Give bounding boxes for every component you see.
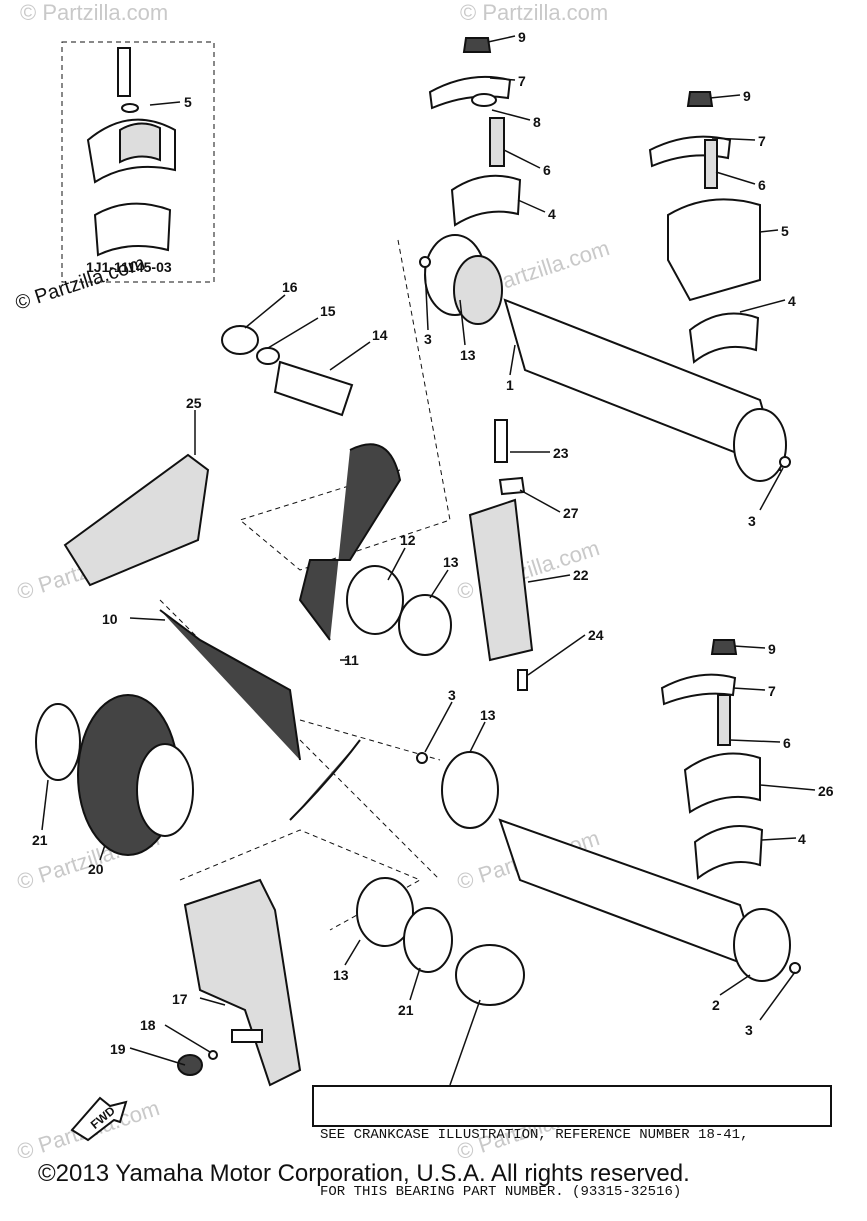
callout-11: 11 bbox=[344, 652, 359, 668]
chain-guide-upper bbox=[63, 325, 354, 587]
callout-18: 18 bbox=[140, 1017, 156, 1033]
callout-13: 13 bbox=[443, 554, 459, 570]
leader-lines bbox=[41, 35, 816, 1086]
callout-2: 2 bbox=[712, 997, 720, 1013]
bearing-note-box: SEE CRANKCASE ILLUSTRATION, REFERENCE NU… bbox=[312, 1085, 832, 1200]
callout-22: 22 bbox=[573, 567, 589, 583]
lower-camshaft bbox=[416, 639, 801, 982]
callout-16: 16 bbox=[282, 279, 298, 295]
callout-27: 27 bbox=[563, 505, 579, 521]
chain-tensioner bbox=[468, 419, 534, 691]
callout-3: 3 bbox=[424, 331, 432, 347]
callout-4: 4 bbox=[788, 293, 796, 309]
watermark: © Partzilla.com bbox=[460, 0, 608, 25]
callout-7: 7 bbox=[518, 73, 526, 89]
callout-7: 7 bbox=[768, 683, 776, 699]
callout-labels: 9 7 8 6 4 9 7 6 5 4 3 13 1 16 15 14 25 2… bbox=[32, 29, 834, 1057]
callout-6: 6 bbox=[543, 162, 551, 178]
callout-3: 3 bbox=[448, 687, 456, 703]
chain-guide-lower bbox=[177, 878, 302, 1087]
callout-23: 23 bbox=[553, 445, 569, 461]
callout-5-inset: 5 bbox=[184, 94, 192, 110]
callout-26: 26 bbox=[818, 783, 834, 799]
callout-5: 5 bbox=[781, 223, 789, 239]
callout-3: 3 bbox=[748, 513, 756, 529]
callout-17: 17 bbox=[172, 991, 188, 1007]
callout-24: 24 bbox=[588, 627, 604, 643]
inset-alt-part: 1J1-11145-03 5 bbox=[61, 41, 215, 283]
cam-chain bbox=[159, 443, 452, 821]
copyright-notice: ©2013 Yamaha Motor Corporation, U.S.A. A… bbox=[38, 1160, 690, 1187]
watermark: © Partzilla.com bbox=[20, 0, 168, 25]
callout-21: 21 bbox=[398, 1002, 414, 1018]
callout-6: 6 bbox=[758, 177, 766, 193]
callout-14: 14 bbox=[372, 327, 388, 343]
callout-4: 4 bbox=[798, 831, 806, 847]
inset-code: 1J1-11145-03 bbox=[86, 259, 172, 275]
callout-6: 6 bbox=[783, 735, 791, 751]
bearing-note-line-2: FOR THIS BEARING PART NUMBER. (93315-325… bbox=[320, 1184, 682, 1200]
callout-13: 13 bbox=[480, 707, 496, 723]
callout-21: 21 bbox=[32, 832, 48, 848]
forward-arrow-icon: FWD bbox=[70, 1096, 128, 1142]
callout-12: 12 bbox=[400, 532, 416, 548]
callout-10: 10 bbox=[102, 611, 118, 627]
callout-8: 8 bbox=[533, 114, 541, 130]
callout-7: 7 bbox=[758, 133, 766, 149]
upper-camshaft bbox=[419, 37, 791, 482]
callout-1: 1 bbox=[506, 377, 514, 393]
callout-15: 15 bbox=[320, 303, 336, 319]
callout-20: 20 bbox=[88, 861, 104, 877]
callout-9: 9 bbox=[743, 88, 751, 104]
callout-9: 9 bbox=[768, 641, 776, 657]
bearing-note-line-1: SEE CRANKCASE ILLUSTRATION, REFERENCE NU… bbox=[320, 1127, 749, 1143]
callout-19: 19 bbox=[110, 1041, 126, 1057]
callout-3: 3 bbox=[745, 1022, 753, 1038]
callout-4: 4 bbox=[548, 206, 556, 222]
drive-gear-group bbox=[35, 694, 525, 1006]
callout-9: 9 bbox=[518, 29, 526, 45]
callout-25: 25 bbox=[186, 395, 202, 411]
callout-13: 13 bbox=[460, 347, 476, 363]
callout-13: 13 bbox=[333, 967, 349, 983]
